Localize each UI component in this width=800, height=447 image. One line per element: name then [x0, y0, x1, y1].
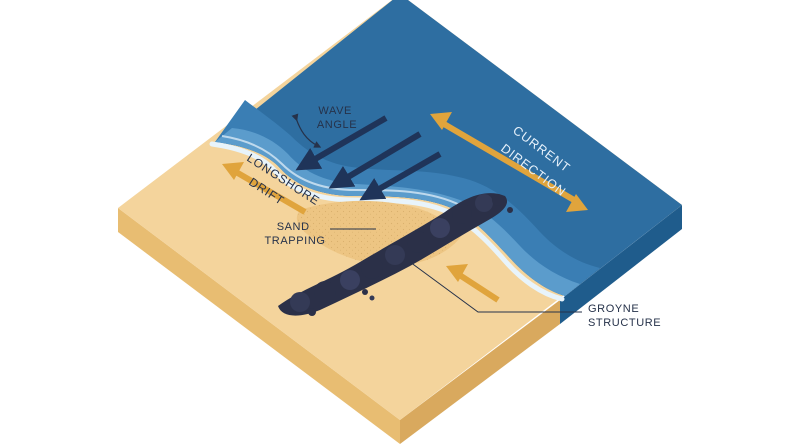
- sea-side: [560, 205, 682, 324]
- longshore-drift-arrow: [222, 162, 307, 215]
- wave-angle-label: WAVE ANGLE: [317, 105, 357, 131]
- groyne-structure: [278, 193, 513, 316]
- foam-line: [209, 141, 565, 302]
- sand-side-left: [118, 208, 400, 444]
- groyne-leader: [409, 261, 582, 313]
- wave-angle-arc: [291, 113, 322, 148]
- current-direction-arrow: [430, 112, 588, 212]
- sand-trapping-label: SAND TRAPPING: [264, 221, 325, 247]
- sea-surface: [215, 0, 682, 296]
- sand-side-right: [400, 300, 560, 444]
- drift-arrow-groyne: [446, 264, 500, 303]
- groyne-structure-label: GROYNE STRUCTURE: [588, 303, 661, 329]
- wave-arrows: [295, 115, 442, 201]
- foam-line-inner: [221, 135, 463, 207]
